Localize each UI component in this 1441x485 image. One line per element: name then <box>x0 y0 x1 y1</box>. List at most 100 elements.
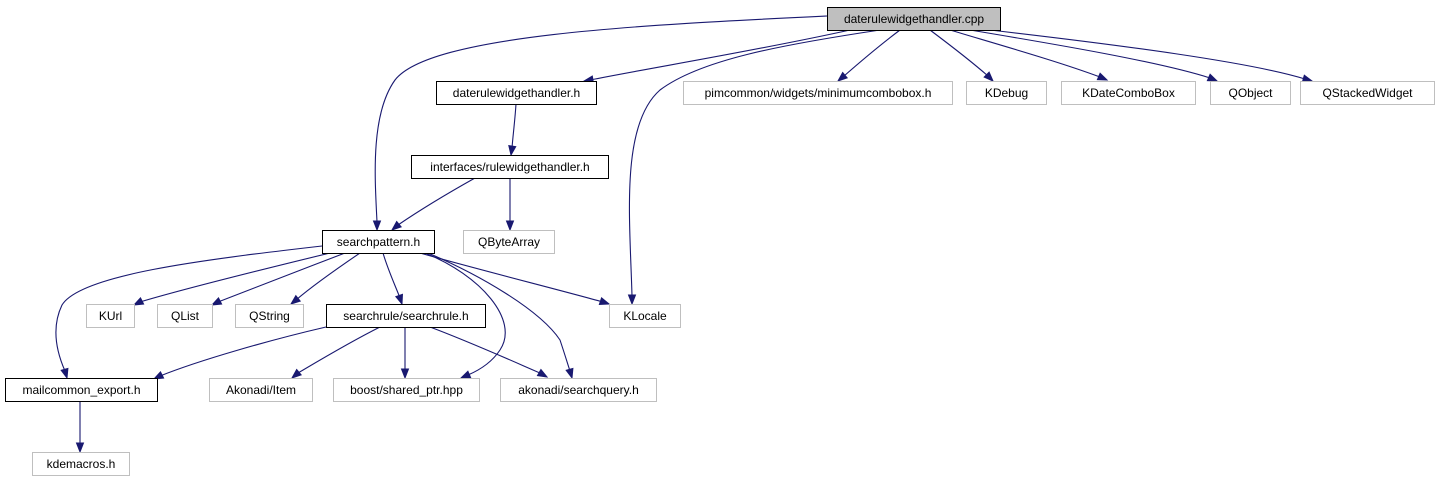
edge-line <box>511 103 517 149</box>
edge-line <box>628 29 881 297</box>
edge-searchpattern-to-qlist <box>210 252 346 306</box>
arrow-head-icon <box>132 296 145 306</box>
node-searchrule[interactable]: searchrule/searchrule.h <box>326 304 486 328</box>
node-box <box>500 378 657 402</box>
node-box <box>683 81 953 105</box>
edge-searchpattern-to-searchquery <box>427 252 574 380</box>
edge-rwh_h-to-searchpattern <box>390 177 476 231</box>
node-label: boost/shared_ptr.hpp <box>350 383 463 397</box>
arrow-head-icon <box>400 368 410 380</box>
edge-line <box>295 252 361 301</box>
edge-line <box>589 29 851 81</box>
node-label: kdemacros.h <box>47 457 116 471</box>
edge-searchpattern-to-qstring <box>289 252 361 305</box>
node-kdemacros: kdemacros.h <box>32 452 130 476</box>
arrow-head-icon <box>390 220 403 231</box>
edge-root-to-klocale <box>627 29 881 306</box>
edge-line <box>989 29 1306 80</box>
node-label: QStackedWidget <box>1322 86 1413 100</box>
node-searchquery: akonadi/searchquery.h <box>500 378 657 402</box>
node-box <box>5 378 158 402</box>
node-label: daterulewidgethandler.h <box>453 86 580 100</box>
arrow-head-icon <box>394 293 404 306</box>
node-label: searchrule/searchrule.h <box>343 309 468 323</box>
node-drwh_h[interactable]: daterulewidgethandler.h <box>436 81 597 105</box>
arrow-head-icon <box>1301 74 1314 83</box>
edge-line <box>969 29 1211 79</box>
edge-line <box>159 326 327 377</box>
node-box <box>609 304 681 328</box>
node-label: KUrl <box>99 309 122 323</box>
edge-line <box>419 252 604 303</box>
node-box <box>235 304 304 328</box>
edge-searchrule-to-sharedptr <box>400 327 410 380</box>
edge-line <box>382 252 401 299</box>
node-label: QObject <box>1228 86 1273 100</box>
node-label: KDebug <box>985 86 1028 100</box>
edges-layer <box>55 15 1314 454</box>
edge-line <box>374 15 828 223</box>
edge-line <box>427 252 571 372</box>
edge-searchrule-to-mcexport <box>152 326 327 380</box>
node-box <box>32 452 130 476</box>
arrow-head-icon <box>289 294 302 305</box>
arrow-head-icon <box>459 370 472 379</box>
edge-searchpattern-to-sharedptr <box>424 252 506 379</box>
edge-searchpattern-to-kurl <box>132 252 331 306</box>
arrow-head-icon <box>1096 72 1109 81</box>
arrow-head-icon <box>75 442 85 454</box>
arrow-head-icon <box>983 71 994 82</box>
node-kdebug: KDebug <box>966 81 1047 105</box>
node-label: KDateComboBox <box>1082 86 1175 100</box>
arrow-head-icon <box>565 367 574 380</box>
node-box <box>827 7 1001 31</box>
edge-drwh_h-to-rwh_h <box>508 103 517 157</box>
node-label: Akonadi/Item <box>226 383 296 397</box>
edge-searchpattern-to-searchrule <box>382 252 404 306</box>
edge-line <box>55 245 323 372</box>
node-qlist: QList <box>157 304 213 328</box>
arrow-head-icon <box>508 144 517 157</box>
edge-line <box>429 326 541 374</box>
node-rwh_h[interactable]: interfaces/rulewidgethandler.h <box>411 155 609 179</box>
edge-line <box>949 29 1101 78</box>
arrow-head-icon <box>152 370 165 380</box>
node-label: KLocale <box>623 309 667 323</box>
node-mincombo: pimcommon/widgets/minimumcombobox.h <box>683 81 953 105</box>
edge-line <box>397 177 476 226</box>
edge-line <box>217 252 346 303</box>
node-searchpattern[interactable]: searchpattern.h <box>322 230 435 254</box>
node-label: QByteArray <box>478 235 540 249</box>
node-akitem: Akonadi/Item <box>209 378 313 402</box>
edge-line <box>929 29 989 77</box>
edge-line <box>297 326 381 374</box>
node-qstring: QString <box>235 304 304 328</box>
node-box <box>333 378 480 402</box>
edge-rwh_h-to-qbytearray <box>505 178 515 232</box>
edge-searchrule-to-akitem <box>290 326 381 379</box>
node-sharedptr: boost/shared_ptr.hpp <box>333 378 480 402</box>
edge-root-to-searchpattern <box>372 15 828 232</box>
arrow-head-icon <box>1206 73 1219 82</box>
node-label: searchpattern.h <box>337 235 420 249</box>
edge-mcexport-to-kdemacros <box>75 400 85 454</box>
edge-searchpattern-to-mcexport <box>55 245 323 380</box>
node-box <box>411 155 609 179</box>
node-root[interactable]: daterulewidgethandler.cpp <box>827 7 1001 31</box>
node-box <box>1300 81 1435 105</box>
node-box <box>1061 81 1196 105</box>
node-box <box>1210 81 1291 105</box>
node-box <box>326 304 486 328</box>
edge-root-to-mincombo <box>836 29 901 82</box>
node-box <box>322 230 435 254</box>
arrow-head-icon <box>536 368 549 378</box>
edge-root-to-kdatecombo <box>949 29 1109 81</box>
edge-line <box>139 252 331 303</box>
node-mcexport[interactable]: mailcommon_export.h <box>5 378 158 402</box>
node-box <box>436 81 597 105</box>
node-box <box>966 81 1047 105</box>
node-qbytearray: QByteArray <box>463 230 555 254</box>
node-box <box>209 378 313 402</box>
node-kurl: KUrl <box>86 304 135 328</box>
